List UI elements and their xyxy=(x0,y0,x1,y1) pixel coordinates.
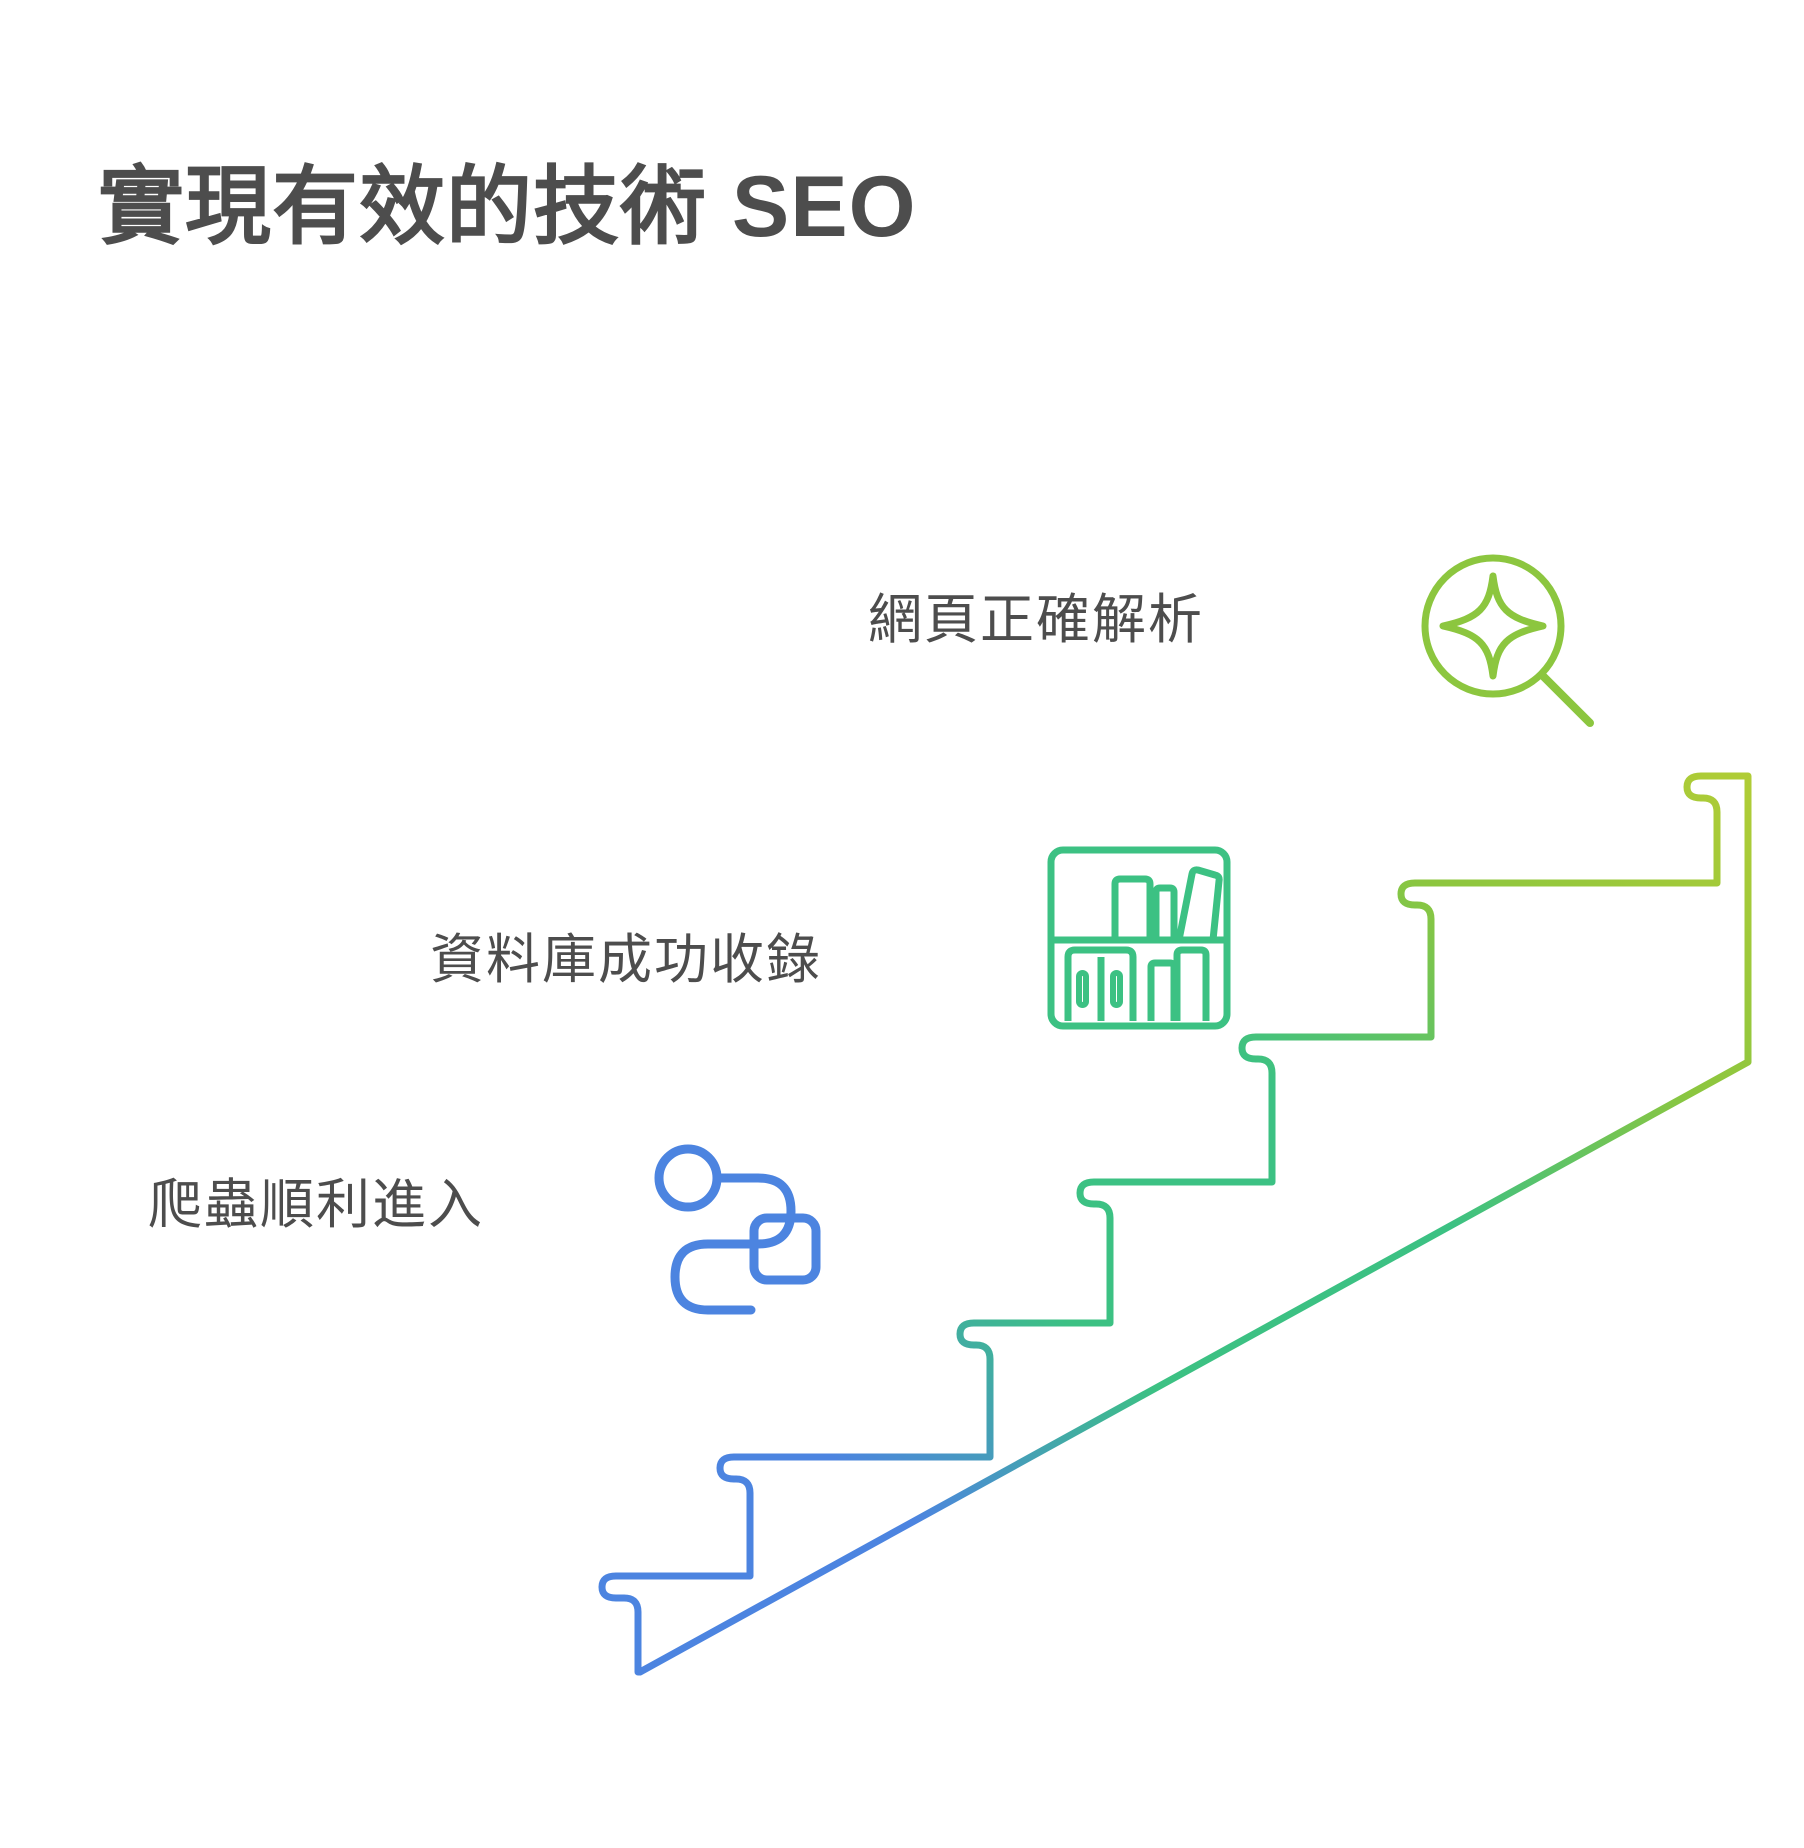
sparkle-star-icon xyxy=(1439,572,1547,680)
step-label-parse: 網頁正確解析 xyxy=(868,590,1204,650)
flow-node-circle xyxy=(654,1144,722,1212)
magnifier-lens xyxy=(1421,554,1565,698)
staircase-outline xyxy=(598,772,1752,1676)
shelf-book-top-2 xyxy=(1152,884,1178,940)
shelf-book-top-leaning xyxy=(1175,866,1223,941)
flow-path-icon xyxy=(648,1144,830,1317)
flow-connector-path xyxy=(670,1173,796,1315)
shelf-book-slot-1 xyxy=(1076,970,1089,1008)
shelf-book-bottom-1 xyxy=(1064,946,1137,1021)
shelf-book-slot-2 xyxy=(1110,970,1123,1008)
search-sparkle-icon xyxy=(1411,548,1611,748)
shelf-book-top-1 xyxy=(1111,875,1154,940)
step-label-index: 資料庫成功收錄 xyxy=(430,930,822,990)
flow-node-square xyxy=(749,1213,821,1285)
bookshelf-icon xyxy=(1046,845,1232,1031)
page-title: 實現有效的技術 SEO xyxy=(98,159,917,255)
shelf-book-bottom-2 xyxy=(1147,959,1178,1021)
shelf-book-bottom-3 xyxy=(1173,946,1210,1021)
magnifier-handle xyxy=(1538,671,1594,727)
step-label-crawl: 爬蟲順利進入 xyxy=(148,1175,484,1235)
